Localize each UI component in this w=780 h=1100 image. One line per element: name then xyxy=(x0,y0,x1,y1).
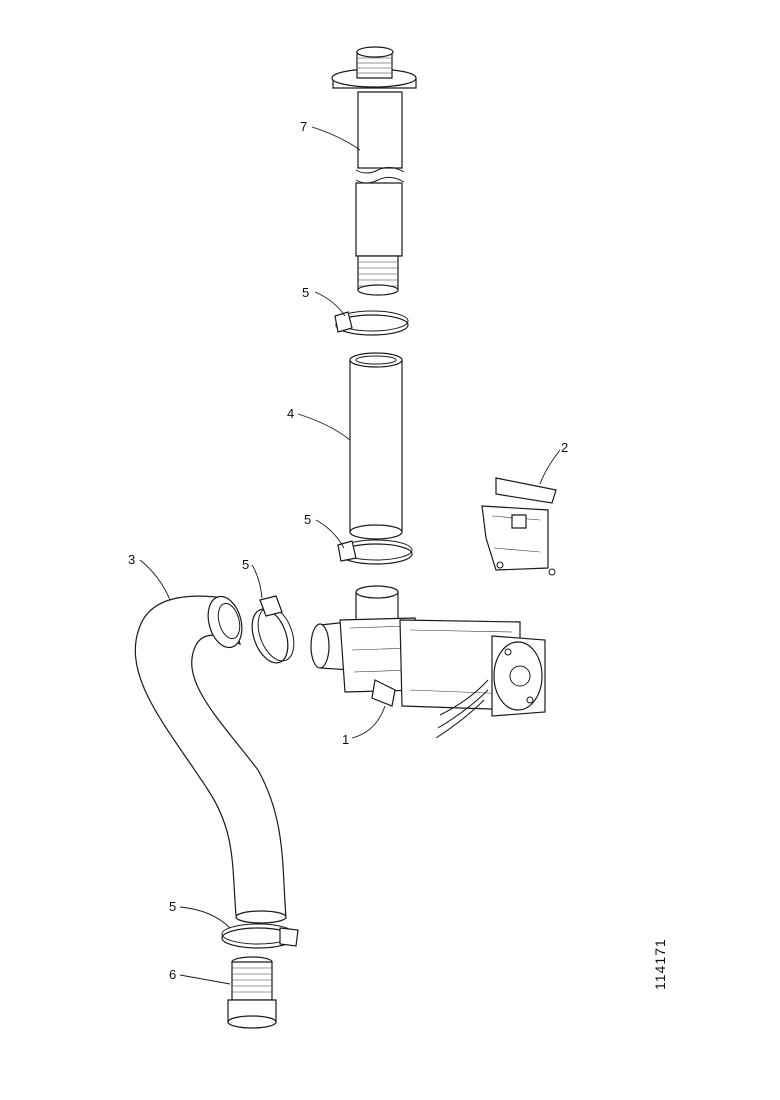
part-7-top-pipe xyxy=(331,46,417,296)
callout-4: 4 xyxy=(287,406,294,421)
callout-5-lower: 5 xyxy=(169,899,176,914)
callout-1: 1 xyxy=(342,732,349,747)
callout-6: 6 xyxy=(169,967,176,982)
document-number: 114171 xyxy=(652,938,668,990)
part-5-clamp-side xyxy=(251,595,295,664)
callout-3: 3 xyxy=(128,552,135,567)
part-1-pump xyxy=(310,585,546,739)
part-5-clamp-middle xyxy=(337,539,413,565)
part-4-straight-hose xyxy=(349,352,403,540)
part-3-bent-hose xyxy=(134,595,287,924)
callout-5-middle: 5 xyxy=(304,512,311,527)
callout-5-side: 5 xyxy=(242,557,249,572)
part-5-clamp-lower xyxy=(221,923,299,949)
callout-5-upper: 5 xyxy=(302,285,309,300)
callout-labels: 7 5 4 5 5 3 2 1 5 6 xyxy=(128,119,568,982)
callout-7: 7 xyxy=(300,119,307,134)
part-2-bracket xyxy=(481,477,557,576)
callout-2: 2 xyxy=(561,440,568,455)
part-5-clamp-upper xyxy=(334,310,409,336)
leader-lines xyxy=(139,126,561,985)
part-6-bottom-fitting xyxy=(227,956,277,1029)
